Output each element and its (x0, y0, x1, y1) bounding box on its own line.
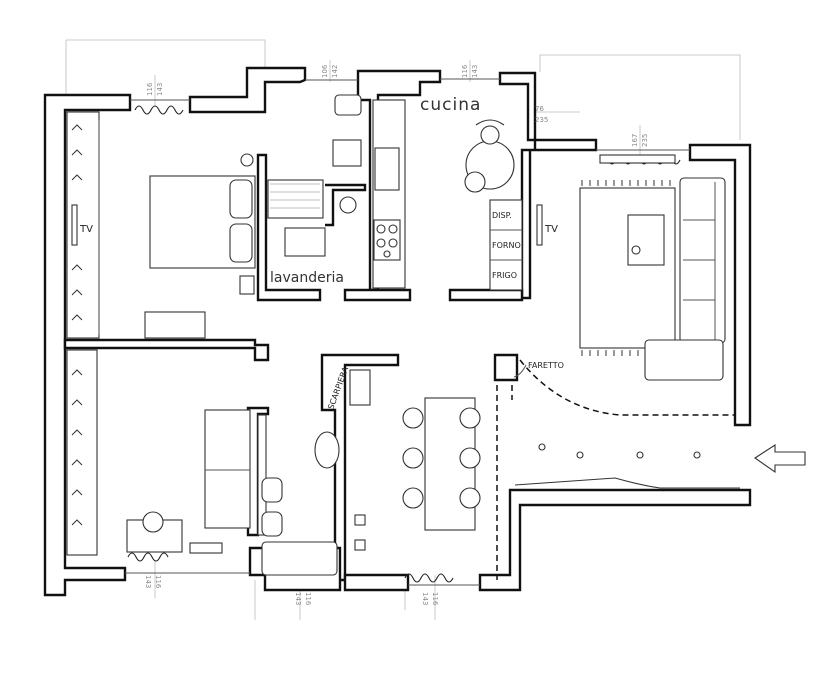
wall-laundry (256, 153, 322, 302)
dim-label: 143 (144, 575, 152, 588)
pillow (229, 223, 253, 263)
dim-label: 235 (535, 116, 548, 124)
bathtub (261, 541, 338, 576)
bidet (261, 477, 283, 503)
wall-bottom-right (343, 573, 410, 592)
dim-label: 143 (156, 83, 164, 96)
laundry-area: lavanderia (267, 94, 367, 286)
wall-kitchen-bottom-left (343, 288, 412, 302)
wall-left (43, 93, 132, 597)
living-room: TV (536, 154, 726, 381)
outlet-icon (354, 539, 366, 551)
laundry-sink (284, 227, 326, 257)
walls (43, 66, 752, 597)
appliance-label-fridge: FRIGO (492, 271, 517, 280)
shelf (599, 154, 676, 164)
dim-label: 142 (331, 65, 339, 78)
ceiling-line (519, 359, 735, 416)
spotlight-icon (576, 451, 584, 459)
dim-label: 143 (294, 592, 302, 605)
wall-right (688, 143, 752, 427)
spotlight-icon (693, 451, 701, 459)
rug (579, 187, 676, 349)
shoe-cabinet (349, 369, 371, 406)
bath-wall-panel (257, 414, 267, 536)
sofa-chaise (644, 339, 724, 381)
bedroom-second (66, 349, 251, 556)
dim-label: 106 (321, 64, 329, 78)
toilet (261, 511, 283, 537)
single-bed (204, 409, 251, 529)
spotlight-icon (636, 451, 644, 459)
dim-label: 143 (471, 65, 479, 78)
outlet-icon (354, 514, 366, 526)
coffee-table (627, 214, 665, 266)
spotlight-label: FARETTO (528, 361, 564, 370)
bathroom: SCARPIERA (257, 365, 371, 576)
dresser (144, 311, 206, 339)
dining (402, 397, 481, 531)
kitchen-column (489, 199, 523, 291)
wall-top-left (188, 66, 307, 114)
hangers (71, 124, 83, 321)
wardrobe (66, 349, 98, 556)
pillow (229, 179, 253, 219)
toilet (334, 94, 362, 116)
dim-label: 116 (461, 64, 469, 78)
tv-label: TV (79, 224, 93, 235)
entry: FARETTO (496, 359, 806, 580)
wall-bedroom-divider (63, 338, 270, 362)
decor-icon (631, 245, 641, 255)
shower-tray (267, 179, 324, 219)
dim-label: 116 (431, 592, 439, 606)
chair (480, 125, 500, 145)
appliance-label-oven: FORNO (492, 241, 521, 250)
dim-label: 116 (154, 575, 162, 589)
wall-laundry-inner (325, 183, 367, 227)
spotlight-icon (538, 443, 546, 451)
chair (464, 171, 486, 193)
appliance-label-pantry: DISP. (492, 211, 512, 220)
tv-label: TV (544, 224, 558, 235)
wall-faretto-pillar (493, 353, 519, 382)
washbasin (314, 431, 340, 469)
shelf (189, 542, 223, 554)
room-label-laundry: lavanderia (270, 270, 344, 286)
dim-label: 116 (304, 592, 312, 606)
dim-label: 76 (535, 105, 544, 113)
tv-bedroom-icon (71, 204, 78, 246)
bedroom-master: TV (66, 111, 256, 339)
kitchen: cucina DISP. FORNO FRIGO (372, 95, 523, 291)
dimension-labels: 116 143 106 142 116 143 76 235 167 235 1… (144, 64, 649, 606)
dim-label: 116 (146, 82, 154, 96)
room-label-kitchen: cucina (420, 95, 481, 115)
desk-chair (142, 511, 164, 533)
nightstand (239, 275, 255, 295)
console (514, 477, 740, 489)
stove-icon (373, 219, 401, 261)
dim-label: 167 (631, 134, 639, 147)
bathroom-sink (332, 139, 362, 167)
entrance-arrow-icon (754, 443, 806, 474)
drain-icon (339, 196, 357, 214)
kitchen-sink (374, 147, 400, 191)
wall-kitchen-bottom-right (448, 288, 524, 302)
dim-label: 235 (641, 134, 649, 147)
dim-label: 143 (421, 592, 429, 605)
dining-chairs (402, 407, 481, 509)
tv-living-icon (536, 204, 543, 246)
chair (475, 119, 505, 126)
lamp-icon (240, 153, 254, 167)
wall-bottom-entry (478, 488, 752, 592)
